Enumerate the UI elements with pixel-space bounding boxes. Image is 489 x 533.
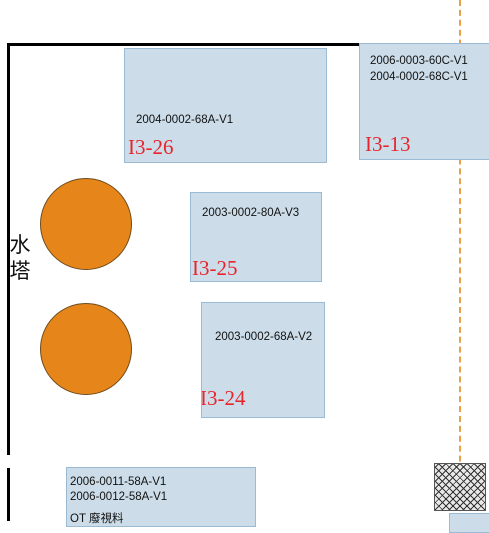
area-code: OT 廢視料	[70, 513, 124, 525]
area-code: 2003-0002-68A-V2	[215, 331, 313, 343]
left-wall-lower	[7, 468, 10, 521]
water-tower-char: 塔	[9, 259, 31, 283]
area-i3-24[interactable]: 2003-0002-68A-V2 I3-24	[201, 302, 325, 418]
area-code: 2006-0003-60C-V1	[370, 55, 468, 67]
area-code: 2004-0002-68A-V1	[136, 114, 234, 126]
top-wall	[7, 43, 489, 46]
area-i3-13[interactable]: 2006-0003-60C-V1 2004-0002-68C-V1 I3-13	[359, 43, 489, 160]
area-label: I3-13	[365, 132, 411, 156]
water-tower-label: 水 塔	[9, 232, 31, 284]
area-label: I3-25	[192, 256, 238, 280]
water-tank-circle	[40, 178, 132, 270]
area-code: 2003-0002-80A-V3	[202, 207, 300, 219]
area-code: 2006-0011-58A-V1	[70, 476, 167, 488]
area-label: I3-24	[201, 386, 246, 410]
area-code: 2006-0012-58A-V1	[70, 491, 168, 503]
water-tower-char: 水	[9, 233, 31, 257]
hatched-block	[434, 463, 486, 511]
dashed-boundary-line	[459, 0, 461, 521]
area-i3-25[interactable]: 2003-0002-80A-V3 I3-25	[190, 192, 322, 282]
area-code: 2004-0002-68C-V1	[370, 71, 468, 83]
area-bottom-right[interactable]	[449, 513, 489, 533]
left-wall-upper	[7, 43, 10, 455]
area-label: I3-26	[128, 135, 174, 159]
area-bottom[interactable]: 2006-0011-58A-V1 2006-0012-58A-V1 OT 廢視料	[66, 467, 256, 527]
area-i3-26[interactable]: 2004-0002-68A-V1 I3-26	[124, 48, 327, 163]
water-tank-circle	[40, 303, 132, 395]
